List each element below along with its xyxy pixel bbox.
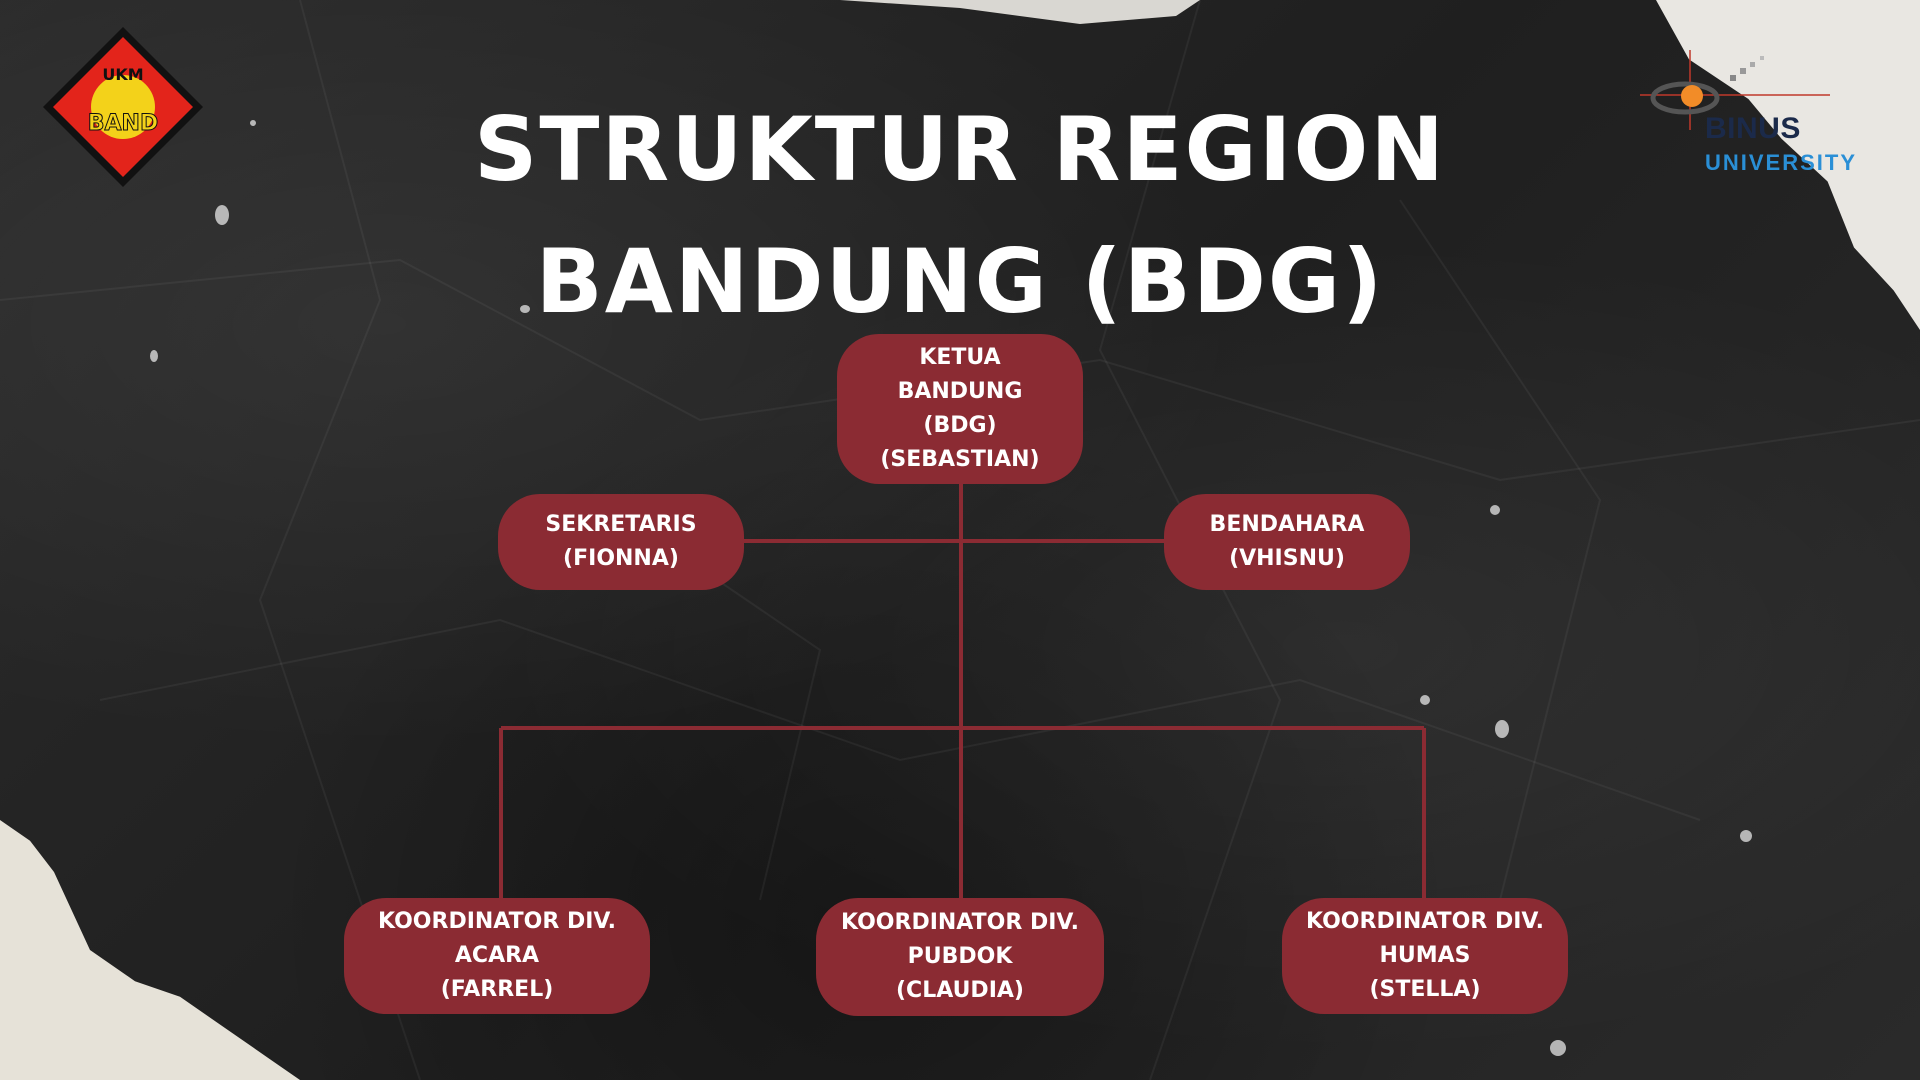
binus-logo-sub: UNIVERSITY (1705, 150, 1858, 175)
paint-speck (1420, 695, 1430, 705)
binus-university-logo (1640, 50, 1830, 130)
paint-speck (215, 205, 229, 225)
paint-speck (1550, 1040, 1566, 1056)
binus-logo-name: BINUS (1705, 112, 1801, 145)
page-title: STRUKTUR REGION BANDUNG (BDG) (460, 84, 1460, 348)
node-koordinator-pubdok: KOORDINATOR DIV. PUBDOK (CLAUDIA) (816, 898, 1104, 1016)
paint-speck (1490, 505, 1500, 515)
title-line-2: BANDUNG (BDG) (535, 230, 1385, 333)
title-line-1: STRUKTUR REGION (473, 98, 1446, 201)
node-koordinator-humas: KOORDINATOR DIV. HUMAS (STELLA) (1282, 898, 1568, 1014)
node-bendahara: BENDAHARA (VHISNU) (1164, 494, 1410, 590)
paint-speck (1495, 720, 1509, 738)
paint-speck (150, 350, 158, 362)
paint-speck (250, 120, 256, 126)
svg-text:BAND: BAND (88, 111, 158, 136)
svg-text:UKM: UKM (102, 65, 143, 84)
ukm-band-logo: UKM BAND (43, 27, 203, 187)
paint-speck (1740, 830, 1752, 842)
node-koordinator-acara: KOORDINATOR DIV. ACARA (FARREL) (344, 898, 650, 1014)
node-ketua-bandung: KETUA BANDUNG (BDG) (SEBASTIAN) (837, 334, 1083, 484)
node-sekretaris: SEKRETARIS (FIONNA) (498, 494, 744, 590)
paint-speck (520, 305, 530, 313)
